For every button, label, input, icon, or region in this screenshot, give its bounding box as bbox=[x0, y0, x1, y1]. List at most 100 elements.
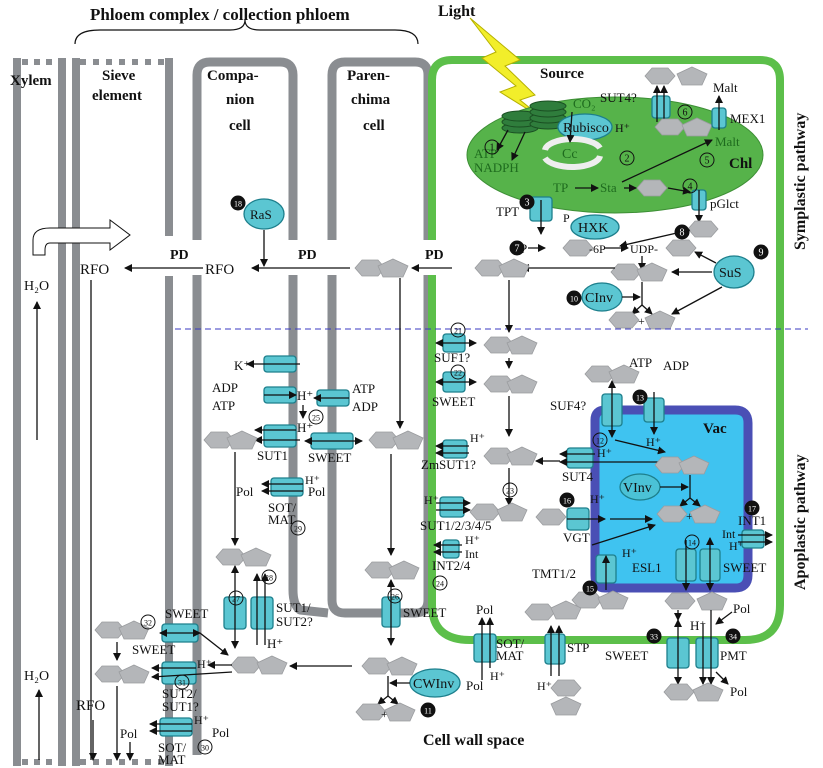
sucrose-sutfam-glc bbox=[469, 503, 501, 521]
sieve-label-2: element bbox=[92, 88, 142, 104]
plus-cinv: + bbox=[638, 314, 645, 328]
h-stp-label: H⁺ bbox=[537, 679, 552, 693]
cwinv-split-right bbox=[387, 695, 399, 705]
step-number-27: 27 bbox=[228, 590, 244, 606]
sut2-label: SUT2/ bbox=[162, 686, 197, 701]
sweet-28-label: SWEET bbox=[403, 605, 446, 620]
h-label-sut12: H⁺ bbox=[267, 636, 283, 651]
svg-text:17: 17 bbox=[748, 505, 756, 514]
step-numbers: 1234567891011121314151617182122232425262… bbox=[140, 104, 769, 755]
chl-label: Chl bbox=[729, 156, 752, 172]
svg-text:10: 10 bbox=[570, 295, 578, 304]
pd-label-1: PD bbox=[170, 248, 189, 263]
adp-label-left: ADP bbox=[212, 380, 238, 395]
int-vac-label: Int bbox=[722, 527, 736, 541]
k-label: K⁺ bbox=[234, 358, 250, 373]
step-number-21: 21 bbox=[450, 322, 466, 338]
companion-label-2: nion bbox=[226, 92, 255, 108]
svg-text:11: 11 bbox=[424, 707, 432, 716]
pol-pmt-bottom: Pol bbox=[730, 684, 748, 699]
xylem-walls bbox=[13, 58, 66, 766]
companion-parenchyma-junction bbox=[288, 589, 329, 618]
glucose-cinv bbox=[608, 311, 640, 329]
sucrose-suf1-fru bbox=[506, 335, 538, 355]
pol-sieve-left: Pol bbox=[120, 726, 138, 741]
atp-label-left: ATP bbox=[212, 398, 235, 413]
tp-chl-label: TP bbox=[553, 180, 568, 195]
sut4-chloroplast-transporter bbox=[651, 95, 671, 119]
glc-to-pglct-arrow bbox=[667, 186, 691, 195]
source-cell-membrane bbox=[428, 56, 784, 644]
h-vac-label: H⁺ bbox=[646, 435, 661, 449]
pol-source-bottom: Pol bbox=[466, 678, 484, 693]
hexose-esl1 bbox=[664, 592, 696, 610]
step-number-34: 34 bbox=[725, 628, 741, 644]
h-vgt-label: H⁺ bbox=[590, 492, 605, 506]
sweet-34-label: SWEET bbox=[132, 642, 175, 657]
udp-label: UDP- bbox=[630, 242, 658, 256]
sweet-source-label: SWEET bbox=[432, 394, 475, 409]
step-number-30: 30 bbox=[197, 739, 213, 755]
step-number-23: 23 bbox=[502, 482, 518, 498]
svg-text:29: 29 bbox=[294, 525, 302, 534]
sweet-34-top-label: SWEET bbox=[165, 606, 208, 621]
companion-label-3: cell bbox=[229, 118, 251, 134]
svg-text:22: 22 bbox=[454, 369, 462, 378]
sucrose-apo-glc bbox=[230, 656, 262, 674]
h-label-zmsut1: H⁺ bbox=[470, 431, 485, 445]
svg-text:12: 12 bbox=[596, 437, 604, 446]
svg-text:27: 27 bbox=[232, 595, 240, 604]
sucrose-sutfam-fru bbox=[496, 502, 528, 522]
sut4-label: SUT4 bbox=[562, 469, 594, 484]
step-number-13: 13 bbox=[632, 389, 648, 405]
step-number-31: 31 bbox=[174, 674, 190, 690]
rfo-label-sieve: RFO bbox=[80, 262, 109, 278]
parenchyma-label-1: Paren- bbox=[347, 68, 390, 84]
cwinv-label: CWInv bbox=[413, 677, 454, 692]
step-number-12: 12 bbox=[592, 432, 608, 448]
svg-text:18: 18 bbox=[234, 200, 242, 209]
atp-vac-label: ATP bbox=[629, 355, 652, 370]
svg-text:6: 6 bbox=[683, 108, 688, 119]
int24-label: INT2/4 bbox=[432, 558, 471, 573]
sut1-sut2-label-1: SUT1/ bbox=[276, 600, 311, 615]
stp-transporter bbox=[544, 633, 566, 665]
sut2-arrow-2 bbox=[151, 671, 233, 681]
h-pmt-label: H⁺ bbox=[690, 618, 706, 633]
sut1-sut2-transporter bbox=[250, 596, 274, 630]
h-label-sot: H⁺ bbox=[305, 473, 320, 487]
companion-cell-wall-top bbox=[192, 57, 298, 240]
sweet-companion-label: SWEET bbox=[308, 450, 351, 465]
h-chl-label: H⁺ bbox=[615, 121, 630, 135]
cell-wall-space-label: Cell wall space bbox=[423, 732, 524, 749]
cinv-label: CInv bbox=[585, 291, 613, 306]
symplastic-pathway-label: Symplastic pathway bbox=[792, 113, 809, 250]
svg-text:33: 33 bbox=[650, 633, 658, 642]
atp-label-right: ATP bbox=[352, 381, 375, 396]
svg-text:25: 25 bbox=[312, 414, 320, 423]
hexose-tmt-fru bbox=[597, 590, 629, 610]
svg-text:8: 8 bbox=[680, 228, 685, 239]
sucrose-sweet-fru bbox=[506, 374, 538, 394]
malt-out-label: Malt bbox=[713, 80, 738, 95]
nadph-label: NADPH bbox=[474, 160, 519, 175]
h2o-label-top: H₂O bbox=[24, 279, 49, 294]
sot-sieve-label: SOT/ bbox=[158, 740, 187, 755]
h-source-sot: H⁺ bbox=[490, 669, 505, 683]
step-number-10: 10 bbox=[566, 290, 582, 306]
sucrose-glc-chl bbox=[654, 118, 686, 136]
ras-enzyme bbox=[243, 198, 285, 230]
sieve-element-walls bbox=[72, 58, 173, 766]
sut4q-label: SUT4? bbox=[600, 90, 637, 105]
h2o-label-bottom: H₂O bbox=[24, 669, 49, 684]
svg-text:14: 14 bbox=[688, 539, 696, 548]
mat-sieve-label: MAT bbox=[158, 752, 186, 767]
p-label: P bbox=[563, 211, 570, 225]
svg-text:32: 32 bbox=[144, 619, 152, 628]
cinv-split-left bbox=[631, 304, 643, 315]
sucrose-zmsut1-fru bbox=[506, 446, 538, 466]
hexose-vgt bbox=[535, 508, 567, 526]
parenchyma-wall-top bbox=[327, 57, 433, 240]
sus-enzyme bbox=[713, 255, 755, 289]
vgt-label: VGT bbox=[563, 530, 590, 545]
